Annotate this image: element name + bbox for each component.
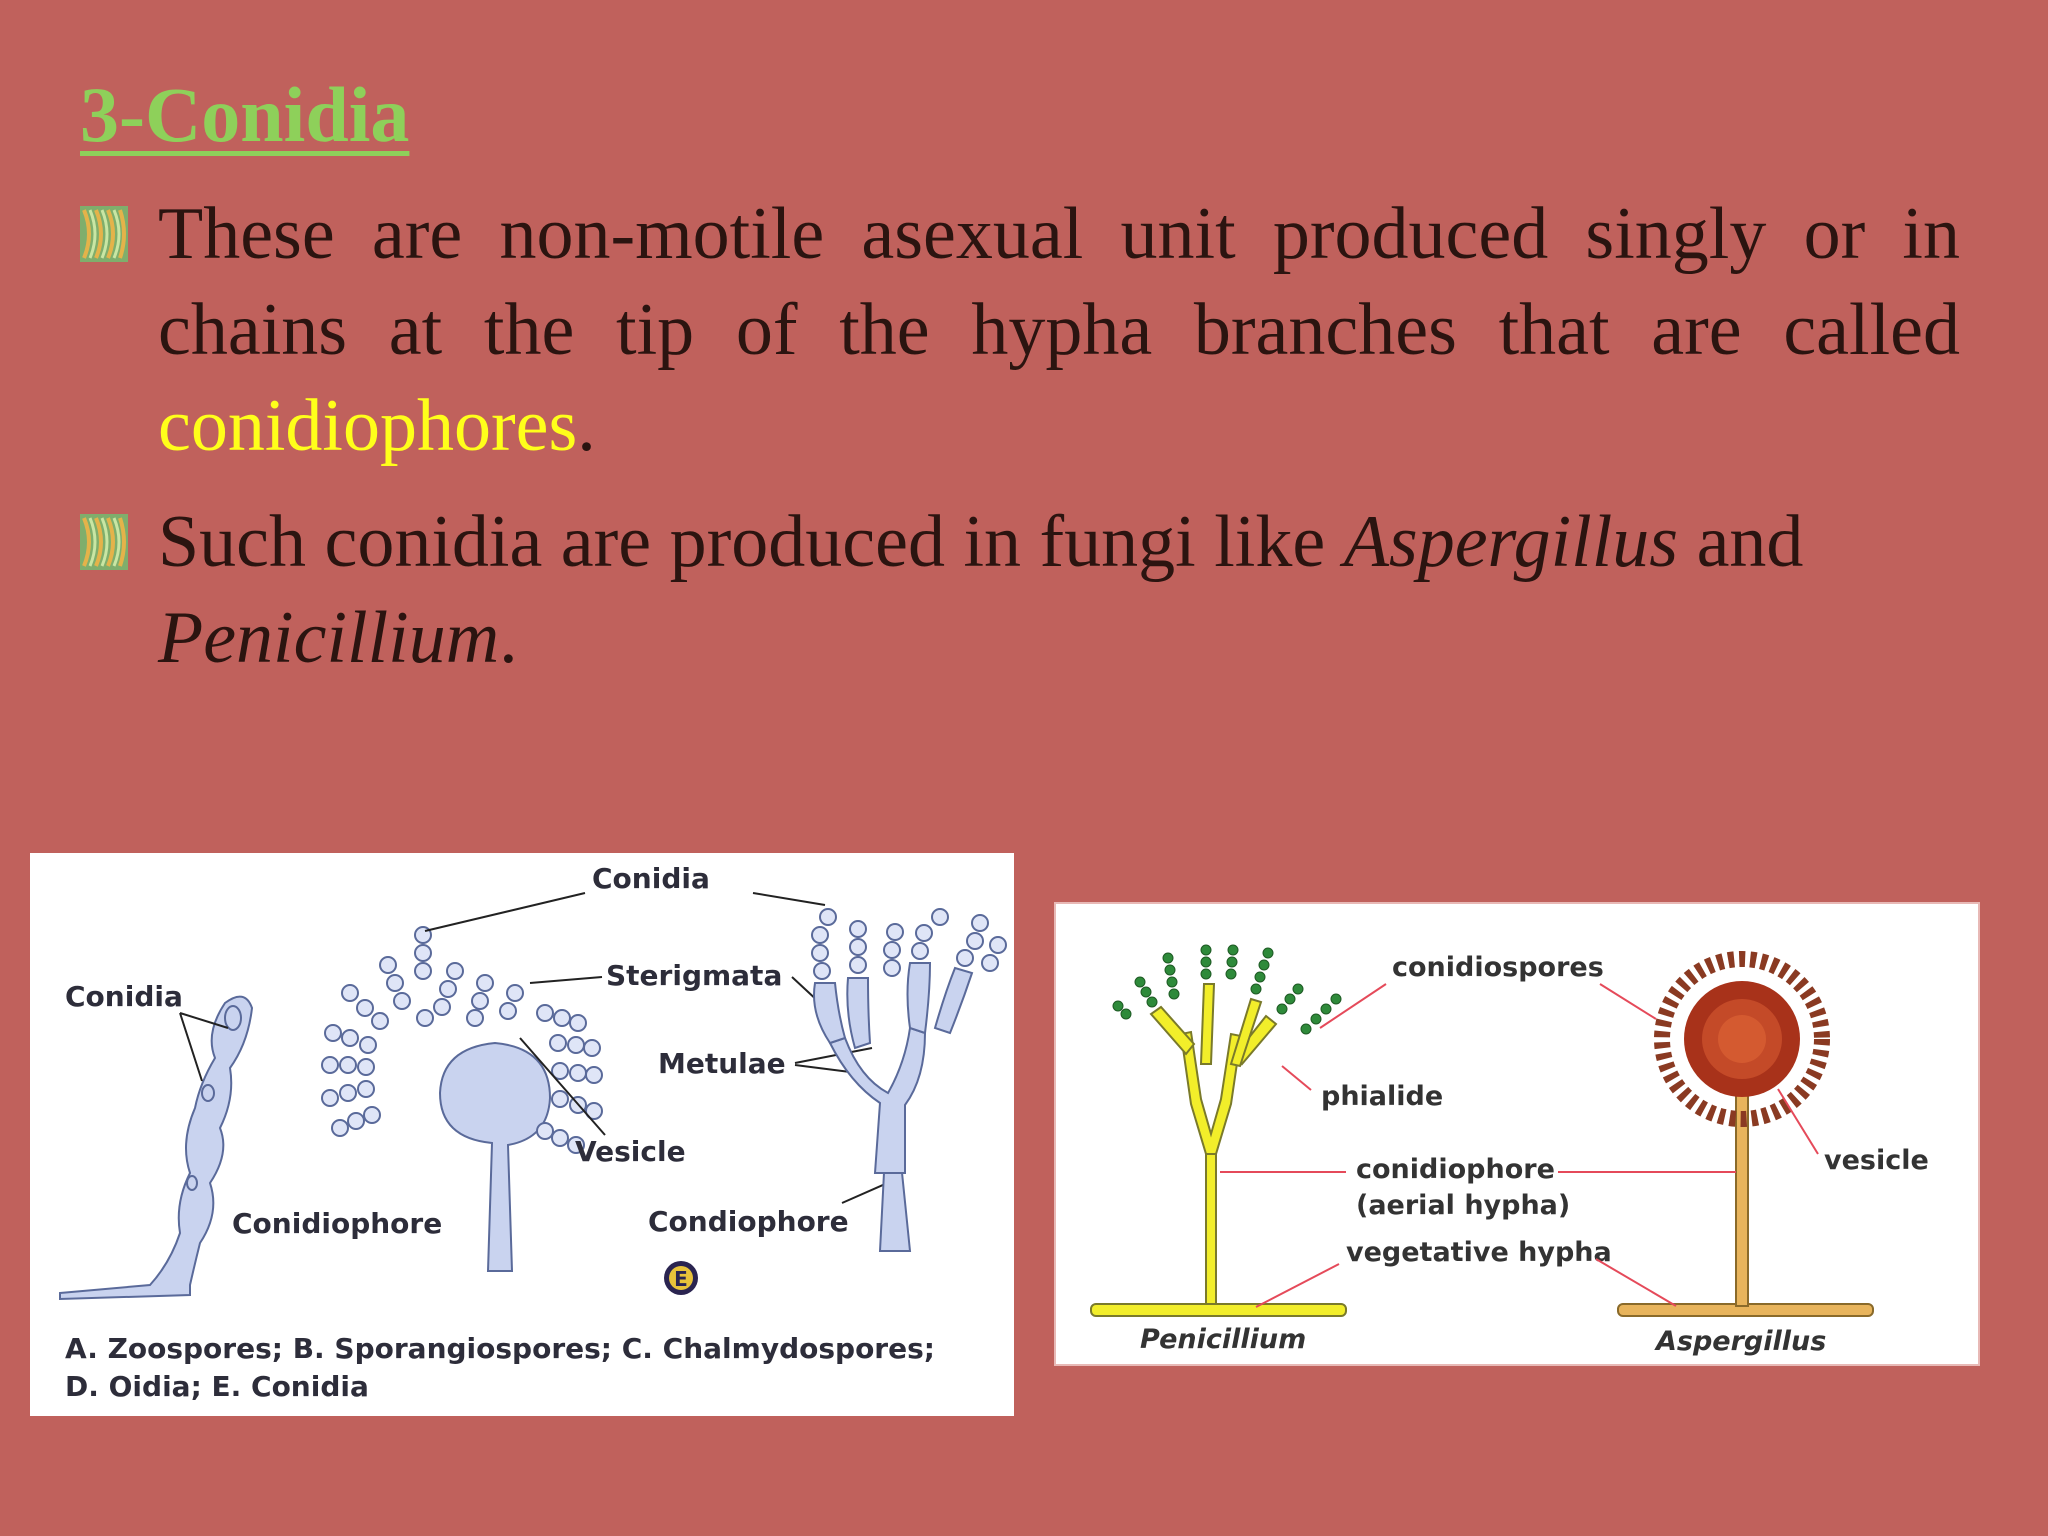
bullet-2-period: . [499, 597, 518, 679]
label-conidiophore: conidiophore [1356, 1154, 1555, 1185]
label-penicillium: Penicillium [1140, 1324, 1306, 1355]
label-vegetative-hypha: vegetative hypha [1346, 1237, 1612, 1268]
label-metulae: Metulae [658, 1047, 786, 1080]
bullet-2-text: Such conidia are produced in fungi like [158, 501, 1344, 583]
label-condiophore: Condiophore [648, 1205, 849, 1238]
bullet-icon [80, 206, 128, 262]
label-conidia-left: Conidia [65, 980, 183, 1013]
highlight-conidiophores: conidiophores [158, 385, 578, 467]
label-phialide: phialide [1321, 1081, 1443, 1112]
genus-aspergillus: Aspergillus [1343, 501, 1679, 583]
label-conidiophore: Conidiophore [232, 1207, 442, 1240]
label-aerial-hypha: (aerial hypha) [1356, 1190, 1570, 1221]
figure-penicillium-aspergillus: conidiospores phialide conidiophore (aer… [1056, 904, 1978, 1364]
vesicle-drawing [321, 926, 603, 1272]
bullet-icon [80, 514, 128, 570]
figure-conidia-types: Conidia Conidiophore [30, 853, 1014, 1416]
label-aspergillus: Aspergillus [1654, 1326, 1826, 1357]
slide-title: 3-Conidia [80, 71, 410, 158]
bullet-item-2: Such conidia are produced in fungi like … [80, 494, 1960, 686]
bullet-text-2: Such conidia are produced in fungi like … [158, 494, 1960, 686]
badge-letter: E [674, 1267, 688, 1291]
label-conidia-top: Conidia [592, 862, 710, 895]
label-vesicle: vesicle [1824, 1145, 1929, 1176]
penicillus-drawing [811, 908, 1007, 1252]
label-vesicle: Vesicle [575, 1135, 686, 1168]
genus-penicillium: Penicillium [158, 597, 500, 679]
bullet-1-period: . [577, 385, 596, 467]
badge-e: E [664, 1261, 698, 1295]
penicillium-aspergillus-diagram: conidiospores phialide conidiophore (aer… [1090, 944, 1929, 1357]
bullet-item-1: These are non-motile asexual unit produc… [80, 186, 1960, 474]
aspergillus-drawing [1617, 951, 1874, 1317]
label-conidiospores: conidiospores [1392, 952, 1604, 983]
label-sterigmata: Sterigmata [606, 959, 782, 992]
penicillium-drawing [1090, 944, 1347, 1317]
caption-line-2: D. Oidia; E. Conidia [65, 1370, 369, 1403]
bullet-text-1: These are non-motile asexual unit produc… [158, 186, 1960, 474]
hypha-conidia-drawing [59, 995, 254, 1301]
caption-line-1: A. Zoospores; B. Sporangiospores; C. Cha… [65, 1332, 935, 1365]
bullet-2-and: and [1678, 501, 1804, 583]
bullet-1-text: These are non-motile asexual unit produc… [158, 193, 1960, 371]
conidia-diagram: Conidia Conidiophore [59, 862, 1007, 1403]
